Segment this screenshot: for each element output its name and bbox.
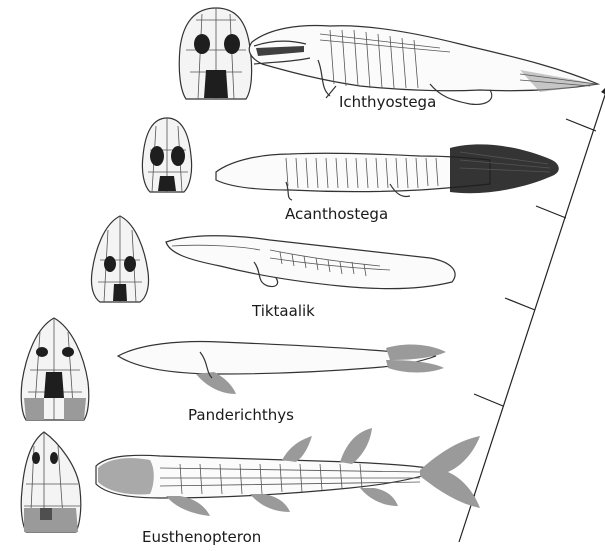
label-tiktaalik: Tiktaalik <box>251 302 315 320</box>
acanthostega-skull <box>142 118 191 192</box>
label-ichthyostega: Ichthyostega <box>339 93 436 111</box>
branch-acanthostega <box>536 206 566 218</box>
eusthenopteron-skull <box>21 432 81 532</box>
label-eusthenopteron: Eusthenopteron <box>142 528 261 546</box>
cladogram-arrowhead <box>601 86 605 96</box>
label-panderichthys: Panderichthys <box>188 406 294 424</box>
panderichthys-body <box>118 342 446 394</box>
ichthyostega-skull <box>179 8 251 99</box>
panderichthys-skull <box>21 318 89 420</box>
branch-panderichthys <box>474 394 503 406</box>
branch-tiktaalik <box>505 298 535 310</box>
label-acanthostega: Acanthostega <box>285 205 388 223</box>
eusthenopteron-body <box>96 428 480 516</box>
tiktaalik-skull <box>91 216 148 302</box>
acanthostega-skeleton <box>216 144 559 200</box>
tiktaalik-body <box>166 236 455 289</box>
branch-ichthyostega <box>566 119 596 131</box>
